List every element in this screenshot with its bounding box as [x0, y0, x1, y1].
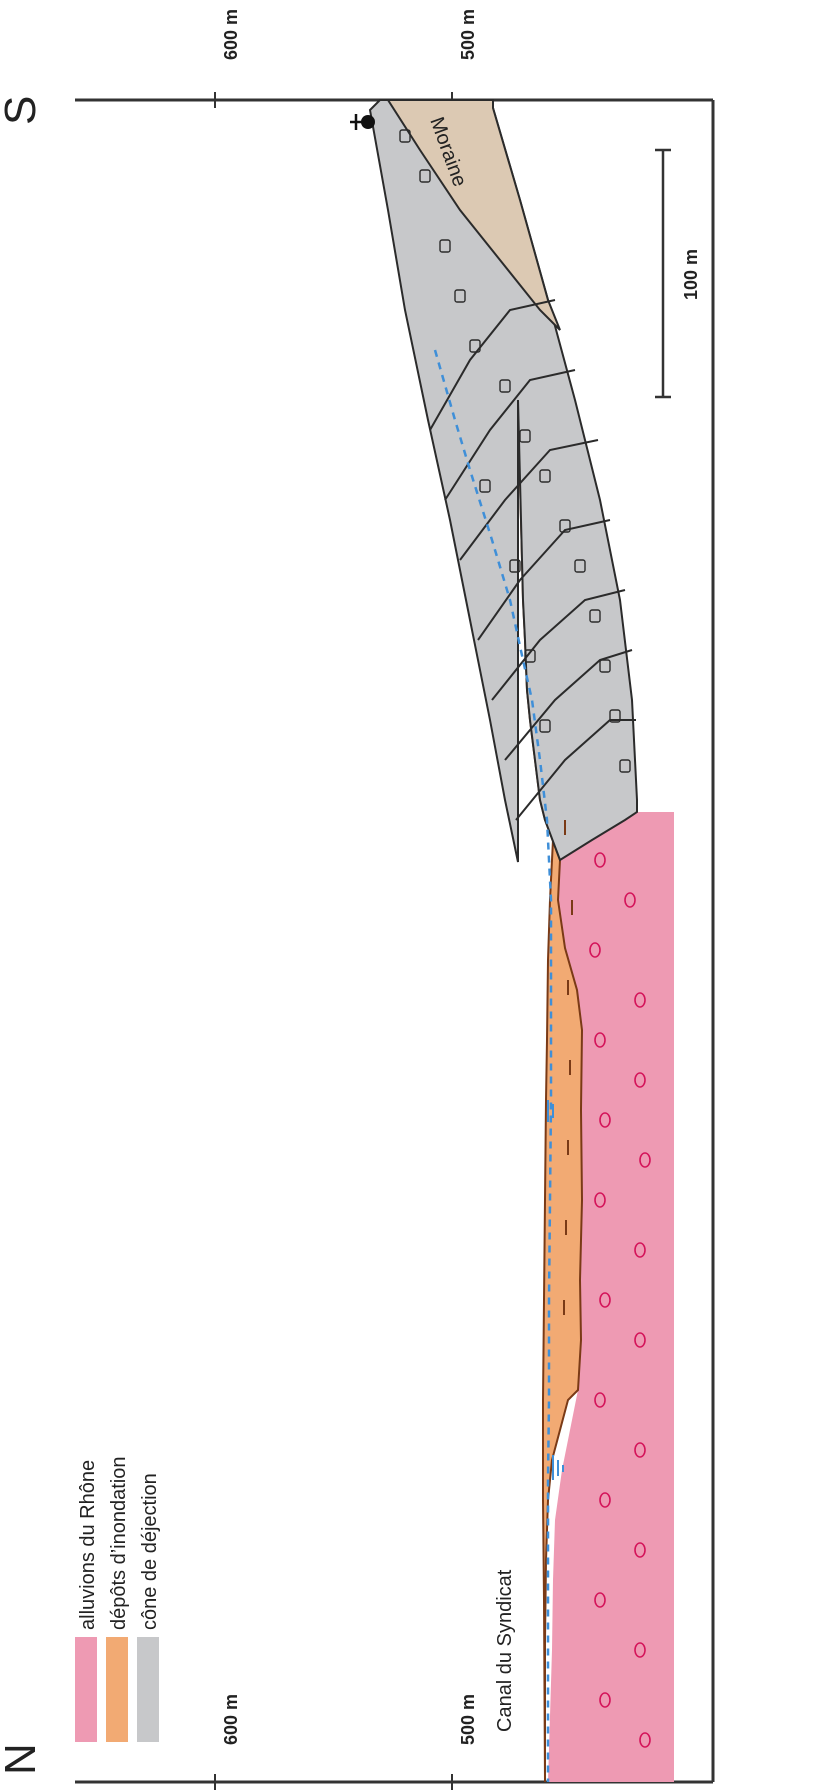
legend-swatch-alluvium — [75, 1637, 97, 1742]
elevation-label-500-south: 500 m — [458, 9, 478, 60]
borehole-cross-icon — [350, 114, 375, 130]
legend-swatch-cone — [137, 1637, 159, 1742]
legend-label-flood: dépôts d’inondation — [108, 1457, 130, 1630]
canal-label: Canal du Syndicat — [494, 1569, 516, 1732]
elevation-label-600-south: 600 m — [221, 9, 241, 60]
end-label-north: N — [0, 1743, 45, 1775]
elevation-label-600-north: 600 m — [221, 1694, 241, 1745]
scale-bar — [655, 150, 671, 397]
legend-label-cone: cône de déjection — [139, 1473, 161, 1630]
elevation-label-500-north: 500 m — [458, 1694, 478, 1745]
legend-swatch-flood — [106, 1637, 128, 1742]
scale-bar-label: 100 m — [681, 249, 701, 300]
end-label-south: S — [0, 96, 45, 125]
legend-label-alluvium: alluvions du Rhône — [77, 1460, 99, 1630]
